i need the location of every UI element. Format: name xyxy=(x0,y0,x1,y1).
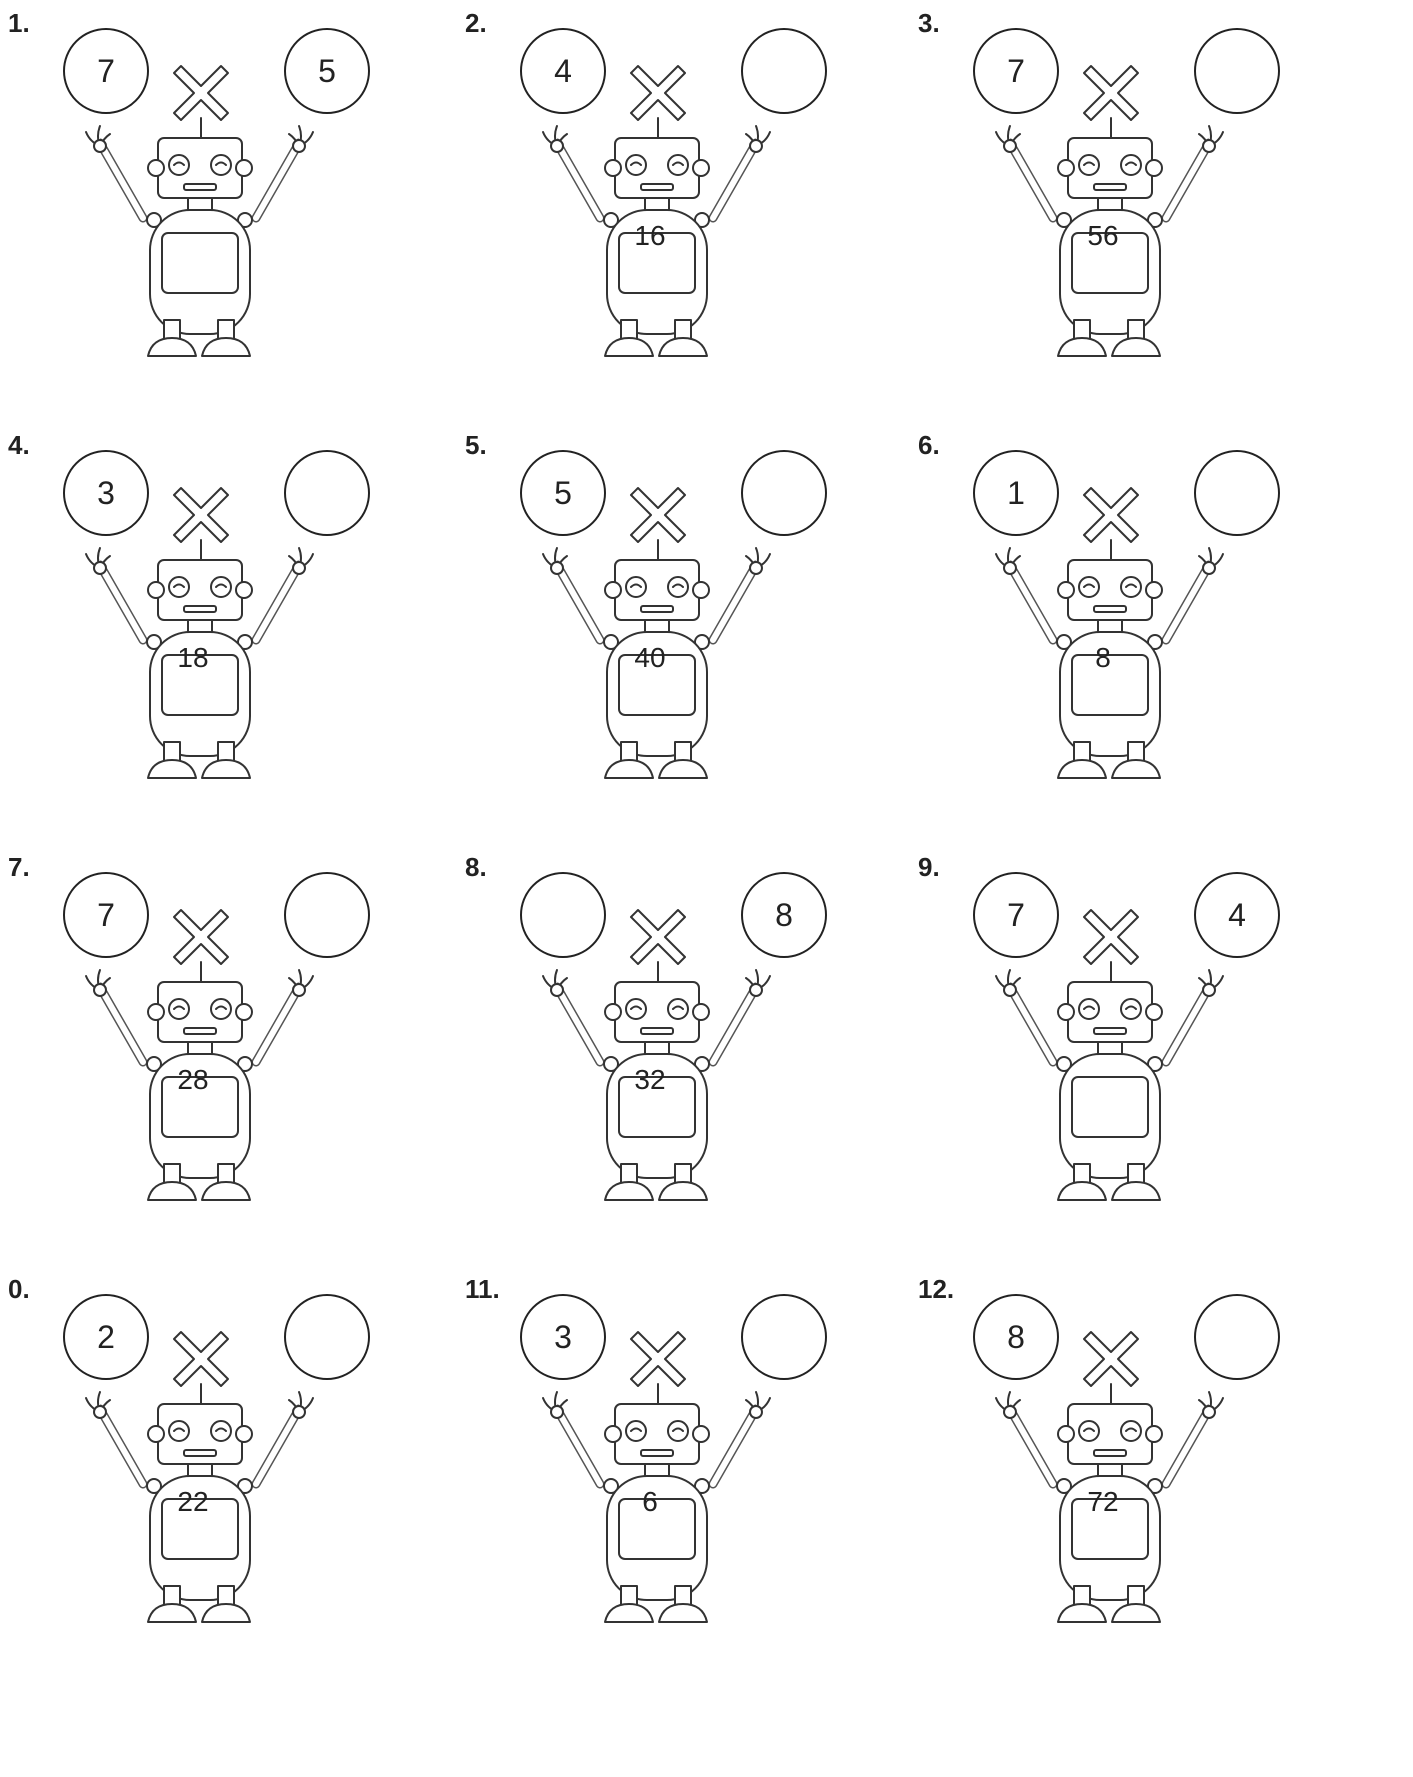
product-screen[interactable]: 40 xyxy=(634,642,666,673)
problem-cell: 5. 5 40 xyxy=(465,430,865,770)
problem-cell: 11. 3 6 xyxy=(465,1274,865,1614)
problem-cell: 12. 8 72 xyxy=(918,1274,1318,1614)
problem-number: 9. xyxy=(918,852,940,882)
left-factor-circle[interactable]: 3 xyxy=(63,450,149,536)
right-factor-circle[interactable] xyxy=(284,1294,370,1380)
product-screen[interactable] xyxy=(153,216,233,256)
problem-cell: 8. 8 32 xyxy=(465,852,865,1192)
right-factor-circle[interactable]: 8 xyxy=(741,872,827,958)
problem-number: 0. xyxy=(8,1274,30,1304)
product-screen[interactable]: 18 xyxy=(177,642,209,673)
left-factor-circle[interactable] xyxy=(520,872,606,958)
problem-number: 8. xyxy=(465,852,487,882)
product-screen[interactable] xyxy=(1063,1060,1143,1100)
problem-cell: 2. 4 16 xyxy=(465,8,865,348)
product-screen[interactable]: 8 xyxy=(1095,642,1111,673)
problem-number: 12. xyxy=(918,1274,955,1304)
problem-cell: 6. 1 8 xyxy=(918,430,1318,770)
product-screen[interactable]: 28 xyxy=(177,1064,209,1095)
right-factor-circle[interactable] xyxy=(284,872,370,958)
right-factor-circle[interactable] xyxy=(741,450,827,536)
right-factor-circle[interactable]: 5 xyxy=(284,28,370,114)
problem-number: 1. xyxy=(8,8,30,38)
right-factor-circle[interactable] xyxy=(284,450,370,536)
problem-number: 5. xyxy=(465,430,487,460)
problem-number: 4. xyxy=(8,430,30,460)
left-factor-circle[interactable]: 8 xyxy=(973,1294,1059,1380)
problem-cell: 0. 2 22 xyxy=(8,1274,408,1614)
problem-cell: 4. 3 18 xyxy=(8,430,408,770)
product-screen[interactable]: 72 xyxy=(1087,1486,1119,1517)
problem-number: 2. xyxy=(465,8,487,38)
product-screen[interactable]: 56 xyxy=(1087,220,1119,251)
right-factor-circle[interactable] xyxy=(741,28,827,114)
problem-number: 3. xyxy=(918,8,940,38)
right-factor-circle[interactable] xyxy=(1194,1294,1280,1380)
right-factor-circle[interactable] xyxy=(1194,450,1280,536)
right-factor-circle[interactable] xyxy=(1194,28,1280,114)
left-factor-circle[interactable]: 5 xyxy=(520,450,606,536)
right-factor-circle[interactable] xyxy=(741,1294,827,1380)
problem-cell: 9. 7 4 xyxy=(918,852,1318,1192)
left-factor-circle[interactable]: 7 xyxy=(973,28,1059,114)
left-factor-circle[interactable]: 1 xyxy=(973,450,1059,536)
problem-cell: 1. 7 5 xyxy=(8,8,408,348)
problem-cell: 7. 7 28 xyxy=(8,852,408,1192)
left-factor-circle[interactable]: 4 xyxy=(520,28,606,114)
problem-cell: 3. 7 56 xyxy=(918,8,1318,348)
left-factor-circle[interactable]: 7 xyxy=(63,872,149,958)
product-screen[interactable]: 6 xyxy=(642,1486,658,1517)
left-factor-circle[interactable]: 2 xyxy=(63,1294,149,1380)
right-factor-circle[interactable]: 4 xyxy=(1194,872,1280,958)
problem-number: 7. xyxy=(8,852,30,882)
product-screen[interactable]: 22 xyxy=(177,1486,209,1517)
product-screen[interactable]: 16 xyxy=(634,220,666,251)
left-factor-circle[interactable]: 7 xyxy=(973,872,1059,958)
problem-number: 6. xyxy=(918,430,940,460)
problem-number: 11. xyxy=(465,1274,500,1304)
left-factor-circle[interactable]: 3 xyxy=(520,1294,606,1380)
product-screen[interactable]: 32 xyxy=(634,1064,666,1095)
left-factor-circle[interactable]: 7 xyxy=(63,28,149,114)
